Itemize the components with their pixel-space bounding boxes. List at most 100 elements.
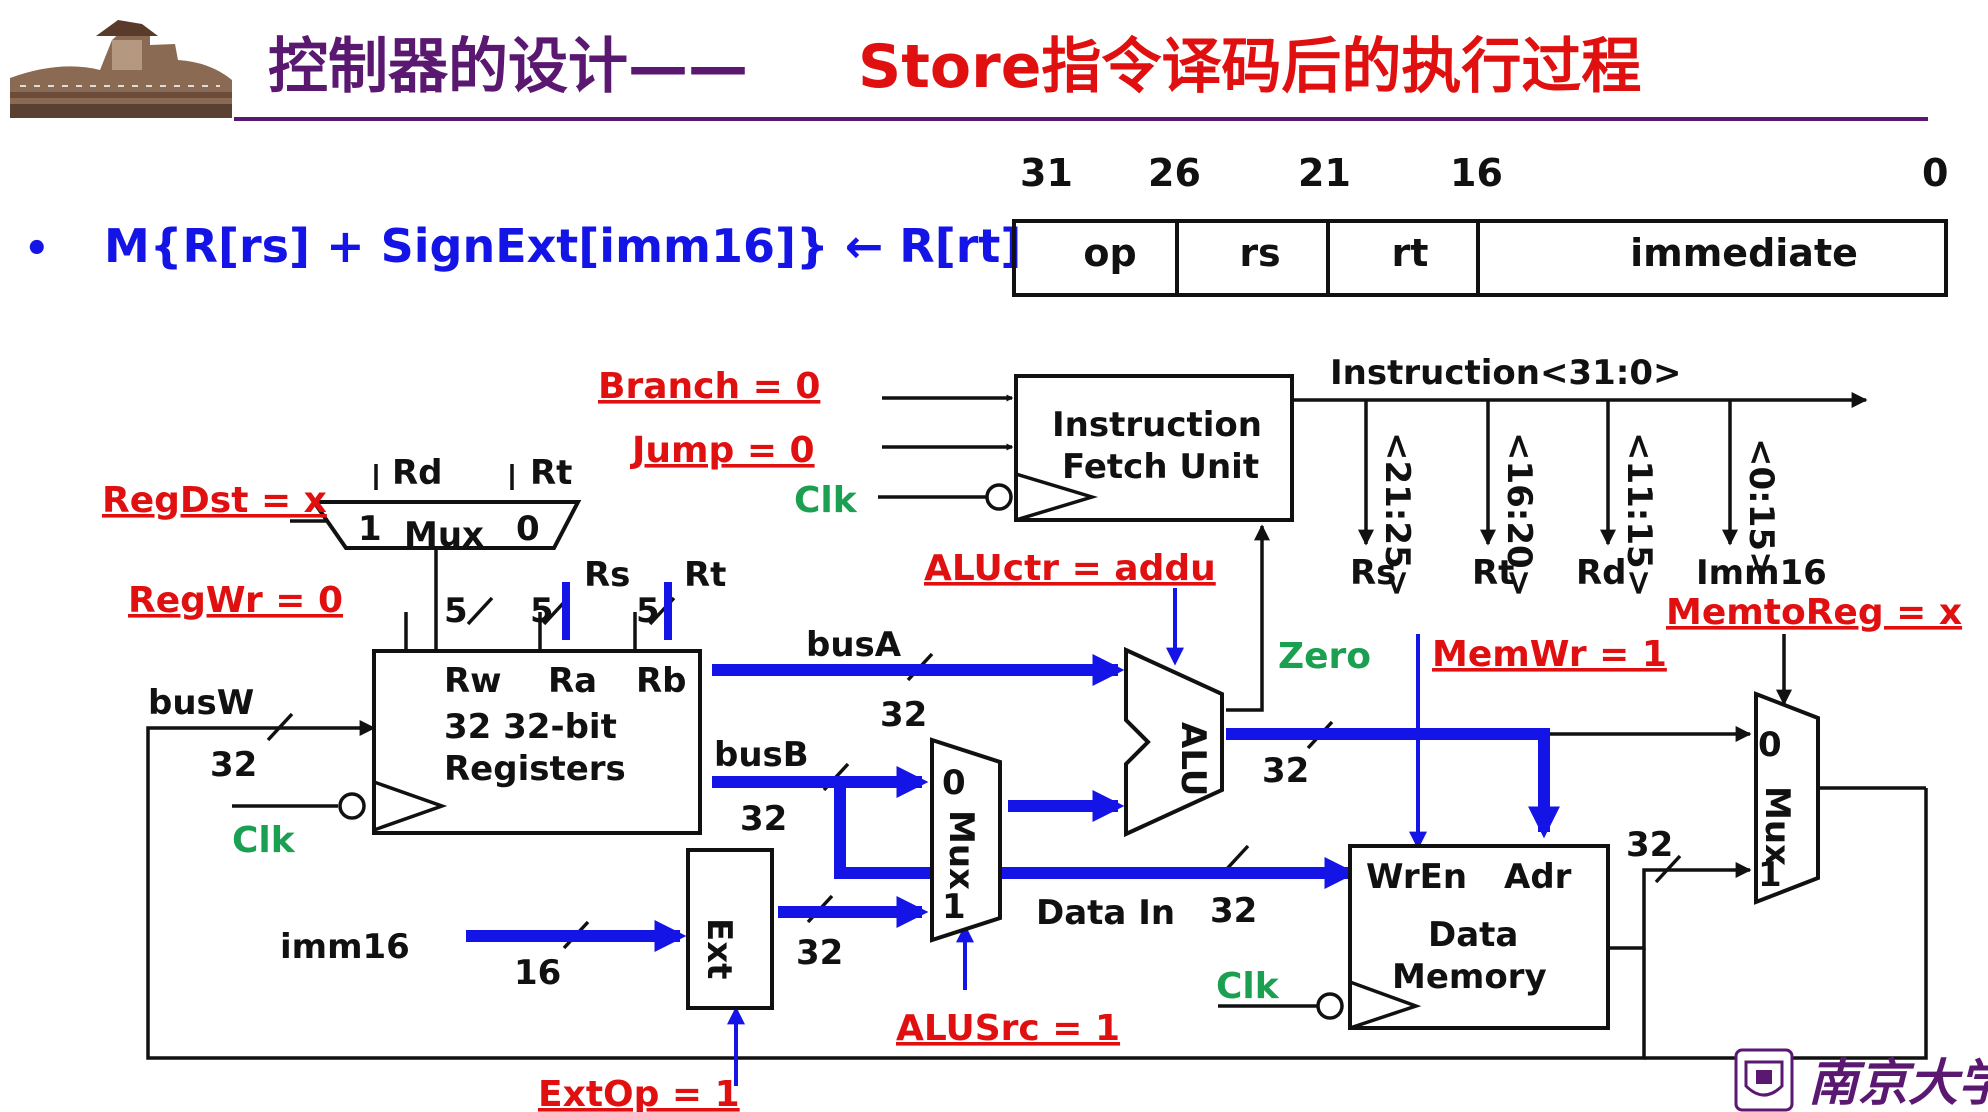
signal-extop: ExtOp = 1 (538, 1074, 740, 1112)
clk-label-mem: Clk (1216, 966, 1280, 1007)
alu-to-adr-arrow (1226, 728, 1560, 839)
regdst-mux-rd-label: Rd (392, 453, 443, 493)
alu-out-width: 32 (1262, 751, 1309, 791)
tap-label-11-15: <11:15> (1619, 432, 1659, 597)
zero-feedback-wire (1226, 524, 1270, 712)
header-logo-building-image (6, 8, 234, 120)
memtoreg-mux-zero: 0 (1758, 725, 1782, 765)
reg-label-line1: 32 32-bit (444, 707, 617, 747)
reg-rt-label: Rt (684, 555, 726, 595)
bit-26: 26 (1148, 151, 1201, 195)
reg-rw-label: Rw (444, 661, 502, 701)
mem-clk-bubble (1316, 992, 1344, 1020)
busb-width: 32 (740, 799, 787, 839)
field-op: op (1083, 231, 1136, 275)
tap-output-rs: Rs (1350, 553, 1396, 593)
width-5a: 5 (444, 591, 468, 631)
instruction-bus-label: Instruction<31:0> (1330, 353, 1682, 393)
slash-5a (466, 596, 494, 626)
clk-label-ifu: Clk (794, 480, 858, 521)
field-immediate: immediate (1630, 231, 1858, 275)
field-rt: rt (1392, 231, 1429, 275)
regdst-mux-shape (310, 500, 582, 550)
formula-text: M{R[rs] + SignExt[imm16]} ← R[rt] (104, 219, 1021, 273)
alusrc-mux-label: Mux (941, 810, 981, 890)
mem-clk-triangle (1349, 980, 1422, 1030)
tap-output-rd: Rd (1576, 553, 1627, 593)
busb-to-datain-arrow (834, 782, 1357, 889)
busb-label: busB (714, 735, 809, 775)
alu-label: ALU (1173, 722, 1213, 796)
reg-clk-bubble (338, 792, 366, 820)
datain-width: 32 (1210, 891, 1257, 931)
tap-label-0-15: <0:15> (1741, 438, 1781, 580)
memtoreg-mux-shape (1754, 691, 1820, 905)
instruction-format-box (1012, 219, 1948, 297)
alu-shape (1124, 646, 1224, 838)
tap-output-rt: Rt (1472, 553, 1514, 593)
imm16-width: 16 (514, 953, 561, 993)
ext-box (686, 848, 774, 1010)
width-5c: 5 (636, 591, 660, 631)
memtoreg-mux-label: Mux (1757, 786, 1797, 866)
bit-16: 16 (1450, 151, 1503, 195)
university-name-logo: 南京大学 (1808, 1054, 1988, 1112)
width-5b: 5 (530, 591, 554, 631)
ifu-clk-bubble (985, 483, 1013, 511)
regdst-mux-one: 1 (358, 509, 382, 549)
mem-wren-label: WrEn (1366, 857, 1467, 897)
mem-label-line2: Memory (1392, 957, 1547, 997)
field-rs: rs (1239, 231, 1280, 275)
slash-mem-out (1654, 854, 1682, 884)
bit-21: 21 (1298, 151, 1351, 195)
imm16-label: imm16 (280, 927, 410, 967)
busw-label: busW (148, 683, 254, 723)
university-crest-image (1734, 1048, 1794, 1112)
signal-aluctr: ALUctr = addu (924, 548, 1216, 589)
mem-out-width: 32 (1626, 825, 1673, 865)
busa-width: 32 (880, 695, 927, 735)
signal-memwr: MemWr = 1 (1432, 634, 1667, 675)
memtoreg-mux-one: 1 (1758, 855, 1782, 895)
datain-label: Data In (1036, 893, 1175, 933)
mem-adr-label: Adr (1504, 857, 1572, 897)
slash-busw (266, 712, 294, 742)
title-part2: Store指令译码后的执行过程 (858, 32, 1641, 102)
signal-branch: Branch = 0 (598, 366, 820, 407)
mem-out-to-mux-arrow (1608, 862, 1752, 950)
alu-zero-label: Zero (1278, 636, 1371, 677)
alusrc-mux-zero: 0 (942, 763, 966, 803)
regdst-mux-zero: 0 (516, 509, 540, 549)
signal-regdst: RegDst = x (102, 480, 327, 521)
reg-rs-label: Rs (584, 555, 630, 595)
reg-rb-label: Rb (636, 661, 687, 701)
alusrc-mux-shape (930, 737, 1002, 943)
signal-jump: Jump = 0 (629, 430, 815, 471)
signal-regwr: RegWr = 0 (128, 580, 343, 621)
ifu-label-line2: Fetch Unit (1062, 447, 1259, 487)
instruction-fetch-unit-box (1014, 374, 1294, 522)
alusrc-mux-one: 1 (942, 887, 966, 927)
formula-bullet: • (24, 226, 50, 272)
signal-memtoreg: MemtoReg = x (1666, 592, 1962, 633)
busw-width: 32 (210, 745, 257, 785)
tap-label-16-20: <16:20> (1499, 432, 1539, 597)
regdst-mux-label: Mux (404, 515, 484, 555)
reg-label-line2: Registers (444, 749, 626, 789)
bit-0: 0 (1922, 151, 1948, 195)
tap-output-imm16: Imm16 (1696, 553, 1827, 593)
busa-label: busA (806, 625, 902, 665)
clk-label-reg: Clk (232, 820, 296, 861)
busw-feedback-loop (146, 720, 1646, 1060)
regdst-mux-rt-label: Rt (530, 453, 572, 493)
tap-label-21-25: <21:25> (1377, 432, 1417, 597)
ifu-clk-triangle (1015, 472, 1099, 522)
ifu-label-line1: Instruction (1052, 405, 1262, 445)
ext-label: Ext (699, 918, 739, 979)
reg-clk-triangle (373, 780, 448, 832)
reg-ra-label: Ra (548, 661, 597, 701)
bit-31: 31 (1020, 151, 1073, 195)
signal-alusrc: ALUSrc = 1 (896, 1008, 1120, 1049)
title-part1: 控制器的设计—— (268, 32, 748, 102)
ext-out-width: 32 (796, 933, 843, 973)
